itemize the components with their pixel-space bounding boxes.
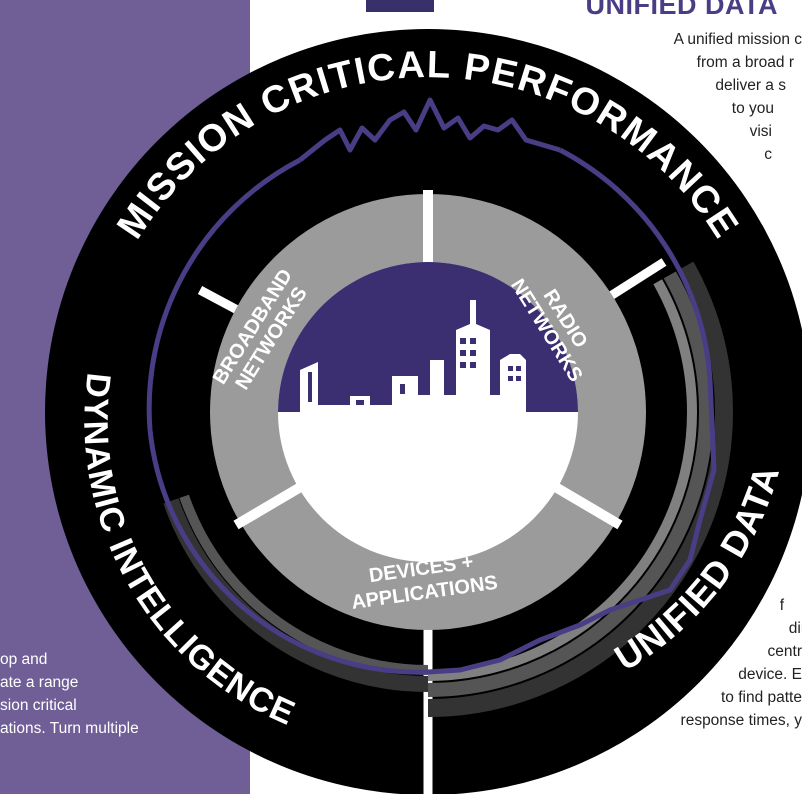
paragraph-left-bottom: op and ate a range sion critical ations.… xyxy=(0,648,139,740)
city-skyline-icon xyxy=(278,262,578,562)
paragraph-line: centr xyxy=(767,643,802,660)
paragraph-line: visi xyxy=(749,123,772,140)
paragraph-line: ations. Turn multiple xyxy=(0,720,139,737)
paragraph-line: from a broad r xyxy=(696,54,794,71)
paragraph-line: to find patte xyxy=(720,689,802,706)
paragraph-line: response times, y xyxy=(680,712,802,729)
performance-line xyxy=(146,97,717,675)
paragraph-line: deliver a s xyxy=(715,77,786,94)
paragraph-line: op and xyxy=(0,651,48,668)
paragraph-right-top: A unified mission c from a broad r deliv… xyxy=(674,28,802,166)
paragraph-line: A unified mission c xyxy=(673,31,802,48)
paragraph-line: ate a range xyxy=(0,674,79,691)
paragraph-line: dir xyxy=(788,620,802,637)
paragraph-line: c xyxy=(764,146,772,163)
paragraph-right-bottom: f dir centr device. E to find patte resp… xyxy=(681,594,802,732)
paragraph-line: device. E xyxy=(738,666,802,683)
paragraph-line: to you xyxy=(731,100,774,117)
paragraph-line: sion critical xyxy=(0,697,77,714)
section-heading: UNIFIED DATA xyxy=(585,0,778,20)
top-tab xyxy=(366,0,434,12)
data-bands xyxy=(148,200,733,717)
paragraph-line: f xyxy=(779,597,784,614)
